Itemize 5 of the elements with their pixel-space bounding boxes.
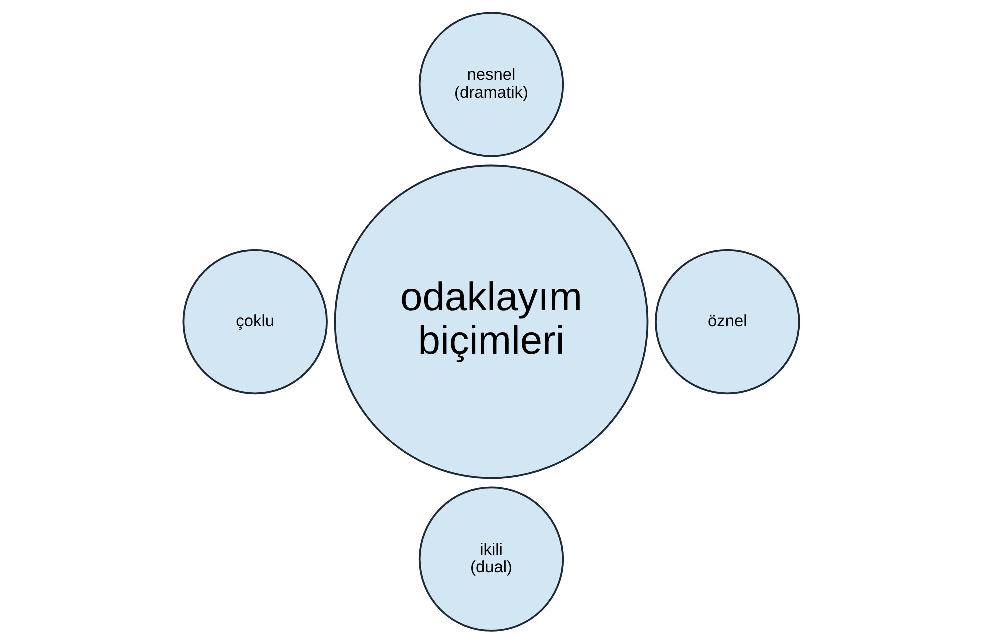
node-circle: öznel [655, 249, 800, 395]
node-circle: ikili (dual) [418, 486, 564, 632]
node-circle: çoklu [182, 249, 328, 395]
node-circle: nesnel (dramatik) [418, 12, 564, 158]
node-circle: odaklayım biçimleri [334, 164, 649, 480]
